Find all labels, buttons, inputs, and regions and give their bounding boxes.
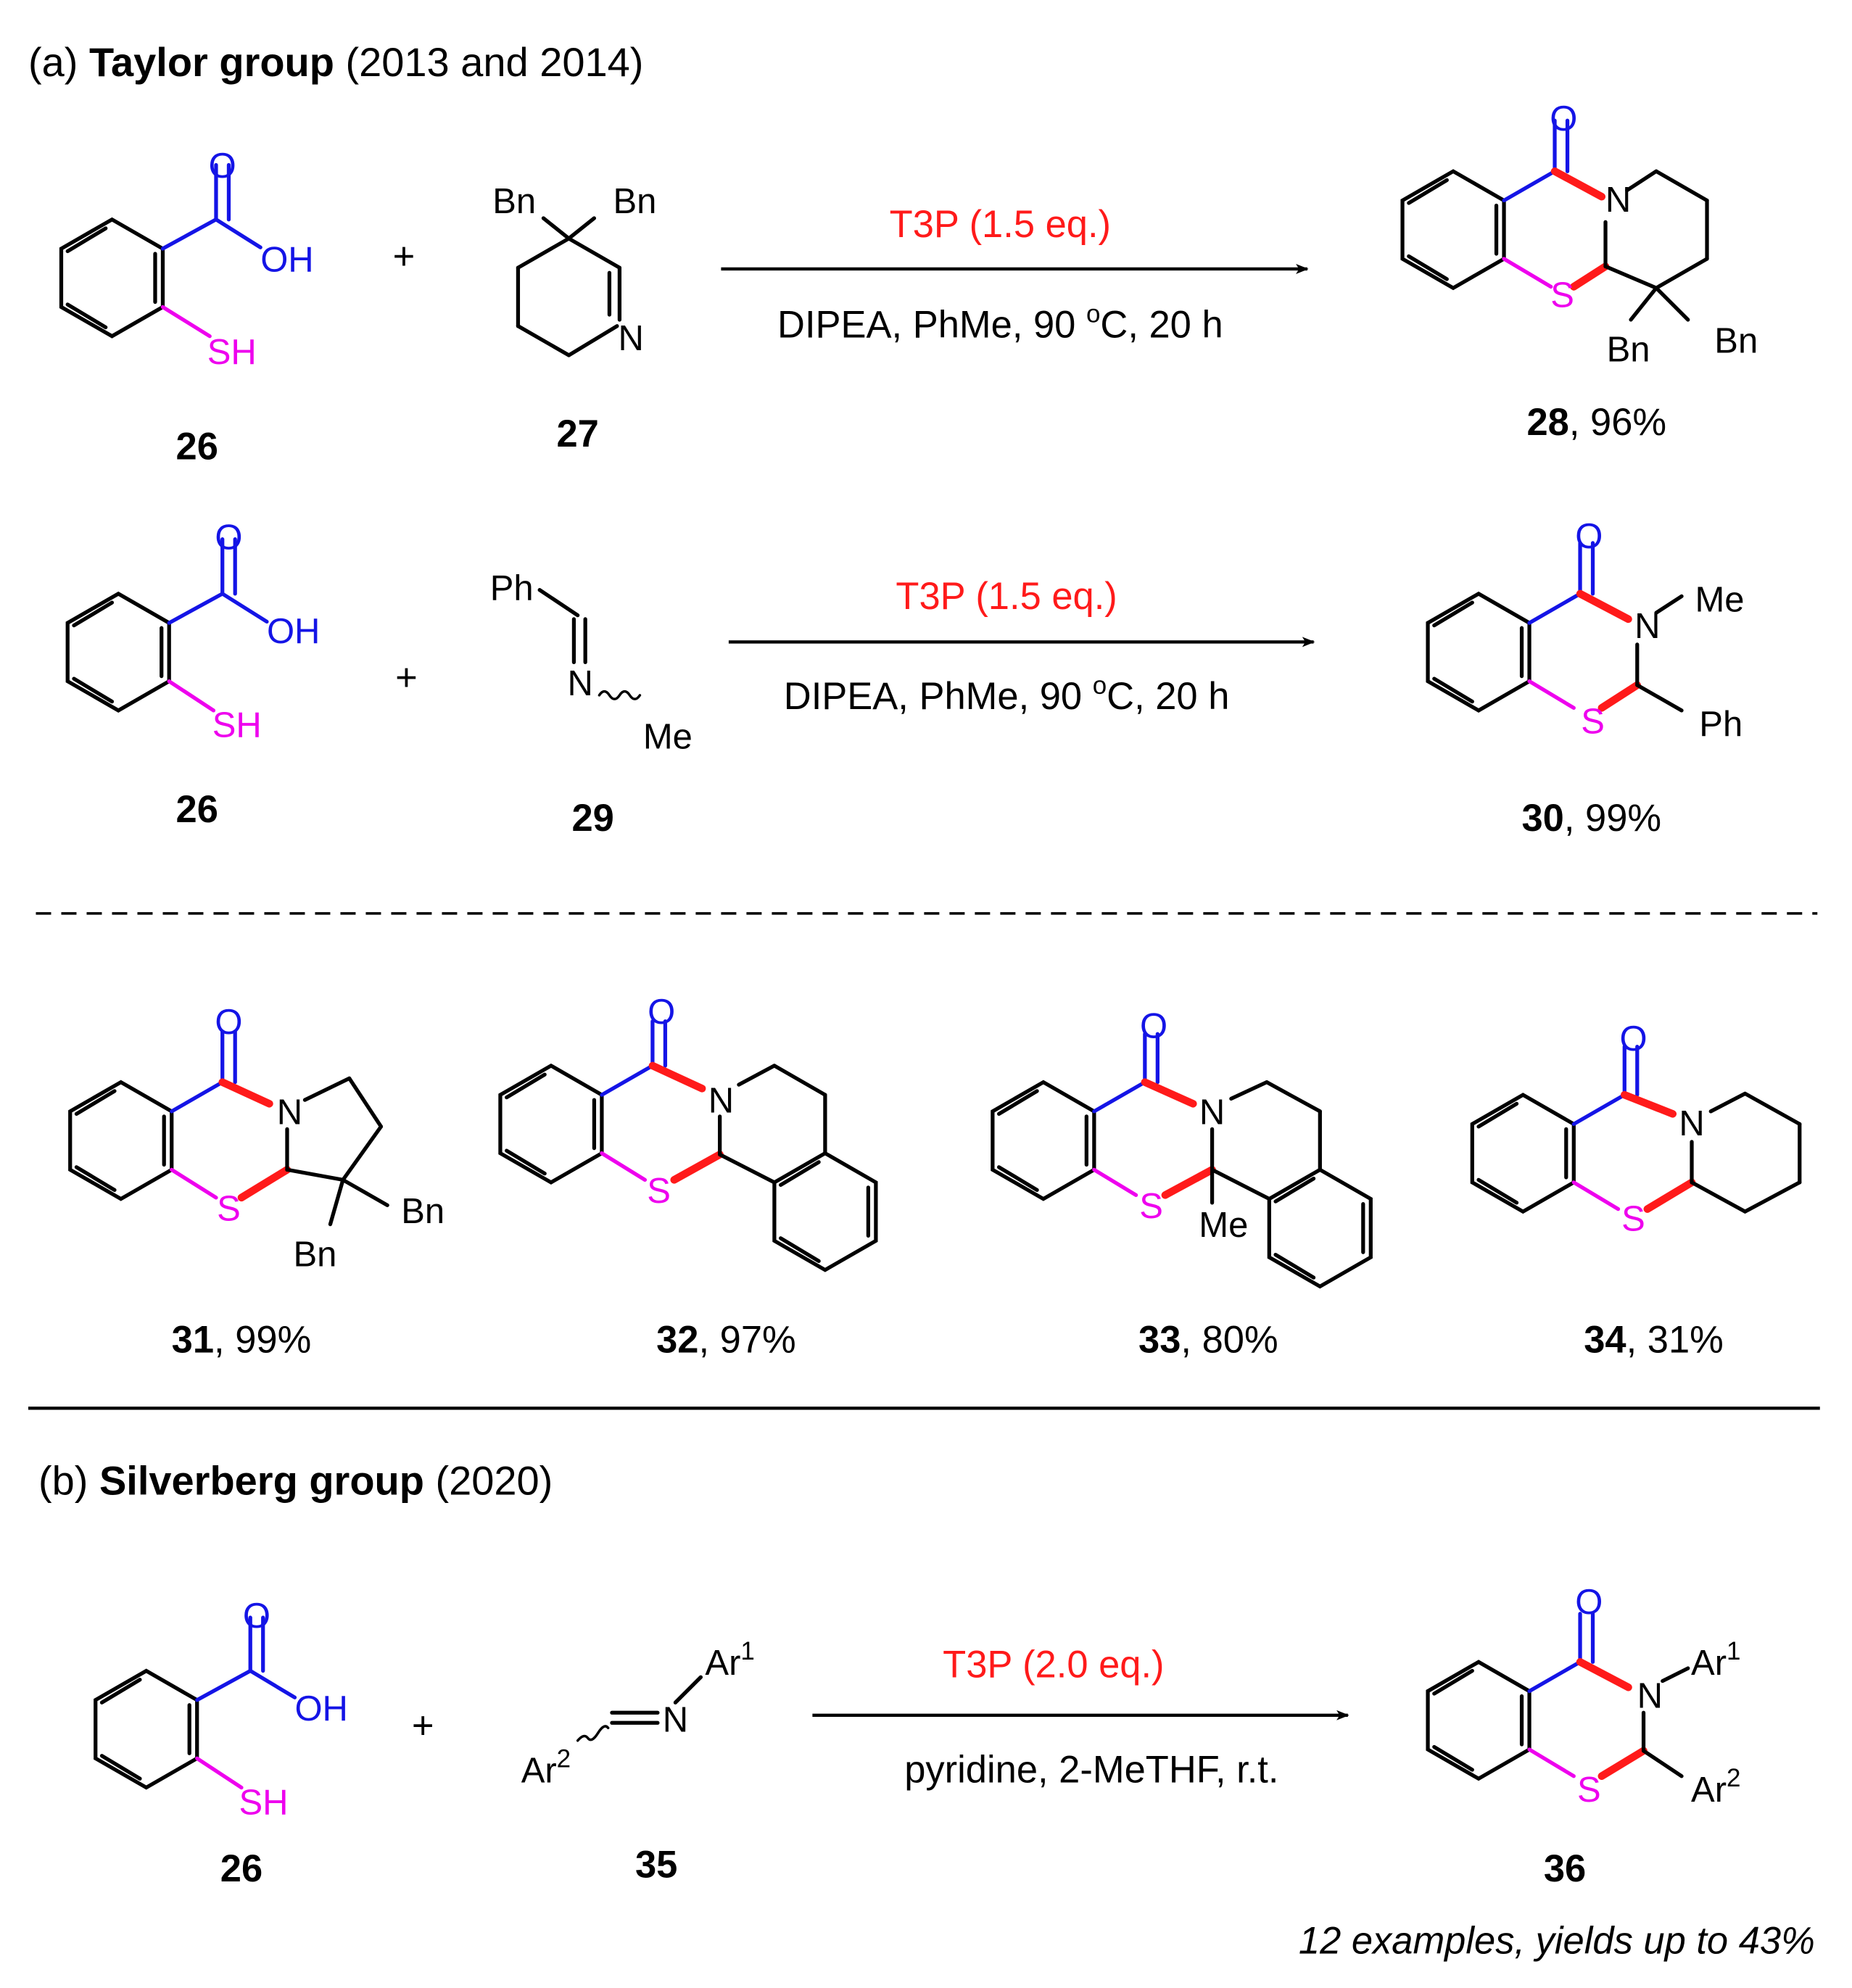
atom-SH: SH	[239, 1783, 288, 1822]
compound-label: 29	[571, 797, 613, 840]
atom-O: O	[1140, 1006, 1167, 1045]
reagent-label: T3P (2.0 eq.)	[943, 1643, 1164, 1686]
compound-26-row1	[59, 162, 262, 339]
atom-N: N	[1199, 1093, 1225, 1132]
atom-N: N	[1634, 607, 1660, 646]
substituent-Bn: Bn	[1714, 321, 1758, 360]
atom-O: O	[648, 993, 675, 1032]
plus-sign: +	[393, 235, 416, 278]
compound-label: 27	[556, 413, 598, 455]
compound-33	[991, 1032, 1373, 1289]
atom-O: O	[215, 518, 242, 558]
atom-N: N	[1637, 1676, 1663, 1715]
substituent-Ar1: Ar1	[1691, 1637, 1740, 1683]
atom-S: S	[1139, 1187, 1163, 1226]
atom-O: O	[209, 146, 236, 186]
substituent-Bn: Bn	[1607, 331, 1650, 370]
atom-S: S	[1581, 702, 1605, 741]
compound-label: 35	[635, 1844, 677, 1886]
atom-O: O	[1619, 1019, 1647, 1059]
atom-O: O	[243, 1596, 270, 1636]
product-label: 30, 99%	[1521, 797, 1661, 840]
atom-SH: SH	[207, 333, 257, 372]
compound-35	[576, 1675, 703, 1742]
conditions-label: DIPEA, PhMe, 90 oC, 20 h	[784, 671, 1230, 718]
conditions-label: DIPEA, PhMe, 90 oC, 20 h	[777, 299, 1223, 346]
atom-S: S	[1621, 1199, 1645, 1238]
atom-OH: OH	[294, 1689, 347, 1728]
atom-N: N	[567, 664, 592, 703]
substituent-Ph: Ph	[490, 569, 534, 608]
substituent-Ar2: Ar2	[521, 1745, 571, 1791]
atom-N: N	[1605, 181, 1631, 220]
compound-36	[1426, 1612, 1690, 1781]
example-label: 33, 80%	[1138, 1318, 1278, 1361]
footnote: 12 examples, yields up to 43%	[1299, 1920, 1815, 1963]
compound-32	[498, 1019, 878, 1272]
product-label: 28, 96%	[1526, 401, 1666, 444]
atom-O: O	[1550, 99, 1577, 138]
compound-26-row3	[94, 1615, 297, 1790]
atom-N: N	[618, 319, 643, 358]
atom-SH: SH	[212, 706, 262, 745]
example-label: 32, 97%	[656, 1318, 796, 1361]
reagent-label: T3P (1.5 eq.)	[890, 203, 1111, 246]
atom-N: N	[277, 1093, 302, 1132]
compound-34	[1470, 1044, 1802, 1214]
atom-N: N	[663, 1701, 688, 1740]
compound-label: 26	[176, 788, 218, 831]
section-b-heading: (b) Silverberg group (2020)	[38, 1457, 553, 1503]
atom-O: O	[215, 1003, 242, 1042]
example-label: 31, 99%	[172, 1318, 312, 1361]
atom-OH: OH	[260, 240, 313, 279]
substituent-Me: Me	[643, 717, 693, 756]
compound-31	[68, 1029, 389, 1227]
compound-30	[1426, 541, 1684, 713]
atom-S: S	[1550, 276, 1574, 315]
atom-N: N	[1679, 1104, 1704, 1143]
example-label: 34, 31%	[1584, 1318, 1724, 1361]
substituent-Bn: Bn	[492, 182, 536, 221]
atom-N: N	[708, 1082, 734, 1121]
atom-O: O	[1575, 1583, 1603, 1622]
compound-26-row2	[65, 537, 269, 713]
atom-OH: OH	[267, 612, 320, 651]
substituent-Ar2: Ar2	[1691, 1764, 1740, 1810]
atom-O: O	[1575, 517, 1603, 556]
compound-label: 26	[176, 425, 218, 468]
compound-label: 36	[1544, 1847, 1586, 1890]
atom-S: S	[1577, 1770, 1601, 1810]
substituent-Me: Me	[1695, 580, 1744, 619]
compound-29	[537, 588, 642, 700]
conditions-label: pyridine, 2-MeTHF, r.t.	[904, 1749, 1278, 1792]
reagent-label: T3P (1.5 eq.)	[896, 575, 1117, 618]
section-a-heading: (a) Taylor group (2013 and 2014)	[28, 39, 643, 85]
substituent-Ar1: Ar1	[705, 1637, 754, 1683]
substituent-Ph: Ph	[1699, 705, 1743, 744]
plus-sign: +	[412, 1704, 434, 1747]
substituent-Bn: Bn	[401, 1192, 445, 1231]
compound-27	[516, 216, 622, 357]
substituent-Bn: Bn	[613, 182, 656, 221]
substituent-Bn: Bn	[293, 1235, 336, 1274]
compound-28	[1400, 118, 1709, 322]
atom-S: S	[647, 1172, 671, 1211]
compound-label: 26	[220, 1847, 262, 1890]
plus-sign: +	[395, 656, 418, 699]
atom-S: S	[217, 1189, 241, 1228]
substituent-Me: Me	[1199, 1206, 1248, 1245]
